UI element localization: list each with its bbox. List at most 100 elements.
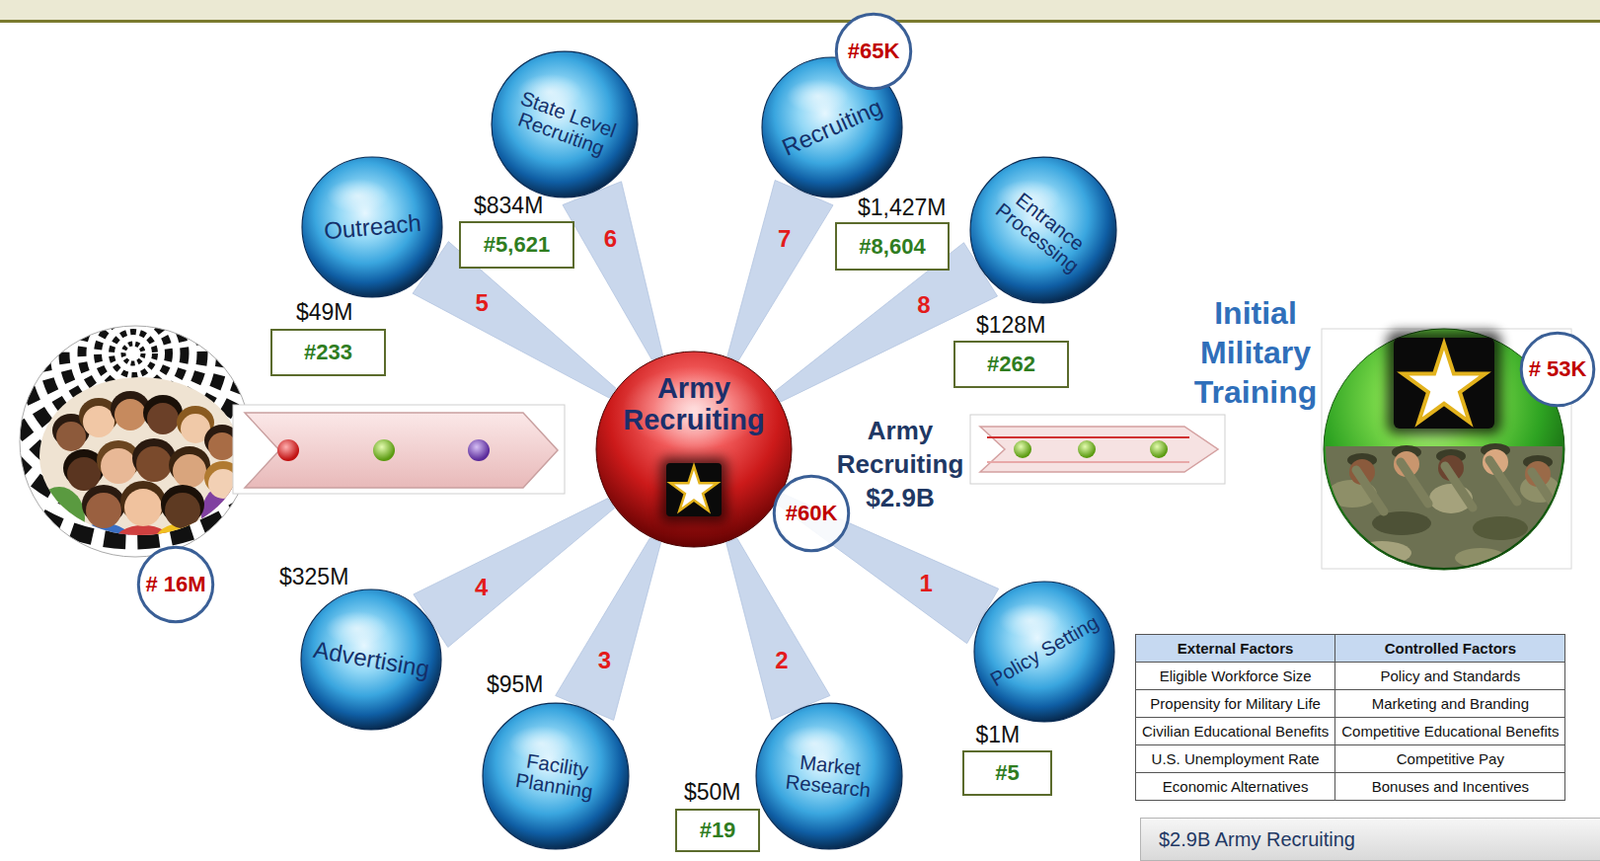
illustration-part (208, 432, 236, 460)
illustration-part (29, 373, 257, 541)
illustration-part (277, 439, 300, 461)
cell-text: Civilian Educational Benefits (1142, 722, 1329, 740)
caption-text: Army Recruiting $2.9B (826, 413, 975, 515)
illustration-part (970, 414, 1225, 484)
count-text: #5,621 (483, 231, 550, 258)
table-row: Civilian Educational Benefits Competitive… (1136, 717, 1566, 746)
sphere-body (491, 51, 638, 198)
table-row: Eligible Workforce SizePolicy and Standa… (1136, 662, 1566, 690)
step-number: 4 (471, 574, 491, 601)
cell-text: Bonuses and Incentives (1371, 777, 1529, 795)
illustration-part (1013, 440, 1032, 458)
step-number: 5 (471, 290, 491, 316)
table-cell: U.S. Unemployment Rate (1136, 745, 1336, 773)
step-number: 3 (595, 647, 614, 674)
illustration-part (1356, 469, 1384, 512)
process-sphere: State Level Recruiting (490, 50, 639, 199)
illustration-part (1489, 459, 1518, 502)
illustration-part (136, 446, 172, 482)
illustration-part (987, 436, 1190, 439)
illustration-part (666, 462, 722, 517)
process-sphere: Advertising (300, 588, 443, 731)
table-cell: Propensity for Military Life (1136, 689, 1336, 718)
table-row: External Factors Controlled Factors (1136, 634, 1566, 663)
caption-text: Initial Military Training (1181, 293, 1330, 412)
illustration-part (76, 523, 132, 559)
band-text: $2.9B Army Recruiting (1158, 828, 1356, 851)
count-text: #262 (987, 351, 1036, 378)
table-cell: Civilian Educational Benefits (1136, 717, 1336, 746)
amount-label: $1M (976, 722, 1021, 748)
count-circle: # 53K (1518, 329, 1598, 409)
illustration-part (232, 404, 565, 494)
sphere-body (482, 702, 629, 849)
sphere-highlight (998, 603, 1062, 638)
table-cell: Marketing and Branding (1335, 689, 1566, 718)
illustration-part (1454, 547, 1507, 568)
count-ring (138, 546, 213, 621)
cell-text: Propensity for Military Life (1149, 694, 1321, 712)
count-ring (773, 475, 848, 550)
count-circle: #65K (833, 10, 915, 92)
illustration-part (1352, 540, 1412, 565)
illustration-part (85, 492, 122, 529)
sphere-body (761, 57, 903, 198)
count-ring (836, 13, 911, 88)
illustration-part (111, 331, 155, 376)
cell-text: External Factors (1177, 639, 1295, 657)
illustration-part (123, 343, 144, 364)
process-sphere: Outreach (301, 155, 444, 299)
illustration-part (1400, 461, 1429, 504)
connector-beam (776, 493, 999, 644)
sphere-body (756, 702, 903, 849)
illustration-part (114, 398, 147, 431)
amount-label: $834M (473, 193, 543, 219)
connector-beam (727, 180, 834, 362)
illustration-part (660, 457, 728, 523)
count-text: #8,604 (858, 233, 925, 260)
illustration-part (124, 488, 162, 527)
illustration-part (596, 351, 792, 547)
process-sphere: Policy Setting (973, 580, 1116, 723)
hub-label: Army Recruiting (609, 372, 778, 436)
top-bar (0, 0, 1600, 20)
factors-table: External FactorsControlled FactorsEligib… (1135, 633, 1566, 801)
illustration-part (1371, 511, 1432, 535)
table-header-cell: Controlled Factors (1335, 634, 1566, 663)
process-sphere: Facility Planning (481, 701, 630, 850)
connector-beam (562, 181, 664, 360)
sphere-body (302, 156, 443, 298)
cell-text: Competitive Pay (1396, 750, 1505, 767)
illustration-part (1472, 516, 1528, 540)
amount-label: $50M (684, 779, 742, 805)
process-sphere: Entrance Processing (969, 155, 1118, 305)
table-cell: Competitive Pay (1335, 745, 1566, 773)
amount-label: $128M (976, 312, 1046, 338)
cell-text: Eligible Workforce Size (1159, 667, 1312, 685)
count-circle: #60K (770, 472, 852, 554)
table-header-cell: External Factors (1136, 634, 1336, 663)
table-cell: Eligible Workforce Size (1136, 662, 1336, 690)
amount-label: $49M (296, 300, 354, 325)
amount-label: $1,427M (857, 195, 947, 221)
amount-label: $325M (279, 564, 349, 590)
table-row: U.S. Unemployment Rate Competitive Pay (1136, 745, 1566, 773)
table-cell: Bonuses and Incentives (1335, 772, 1566, 801)
illustration-part (1445, 465, 1473, 508)
sphere-highlight (326, 178, 389, 214)
count-box: #5,621 (458, 221, 575, 269)
cell-text: Competitive Educational Benefits (1341, 722, 1559, 740)
cell-text: U.S. Unemployment Rate (1151, 750, 1320, 767)
illustration-part (33, 486, 85, 550)
hub-sphere: Army Recruiting (595, 350, 793, 548)
count-text: #5 (994, 760, 1019, 786)
step-number: 6 (601, 226, 620, 252)
sphere-body (974, 581, 1115, 722)
globe-outline (19, 325, 251, 557)
illustration-part (1402, 343, 1486, 423)
intake-arrow (232, 404, 565, 494)
illustration-part (82, 405, 115, 438)
count-ring (1521, 332, 1595, 406)
count-box: #233 (270, 328, 386, 377)
illustration-part (100, 448, 137, 484)
